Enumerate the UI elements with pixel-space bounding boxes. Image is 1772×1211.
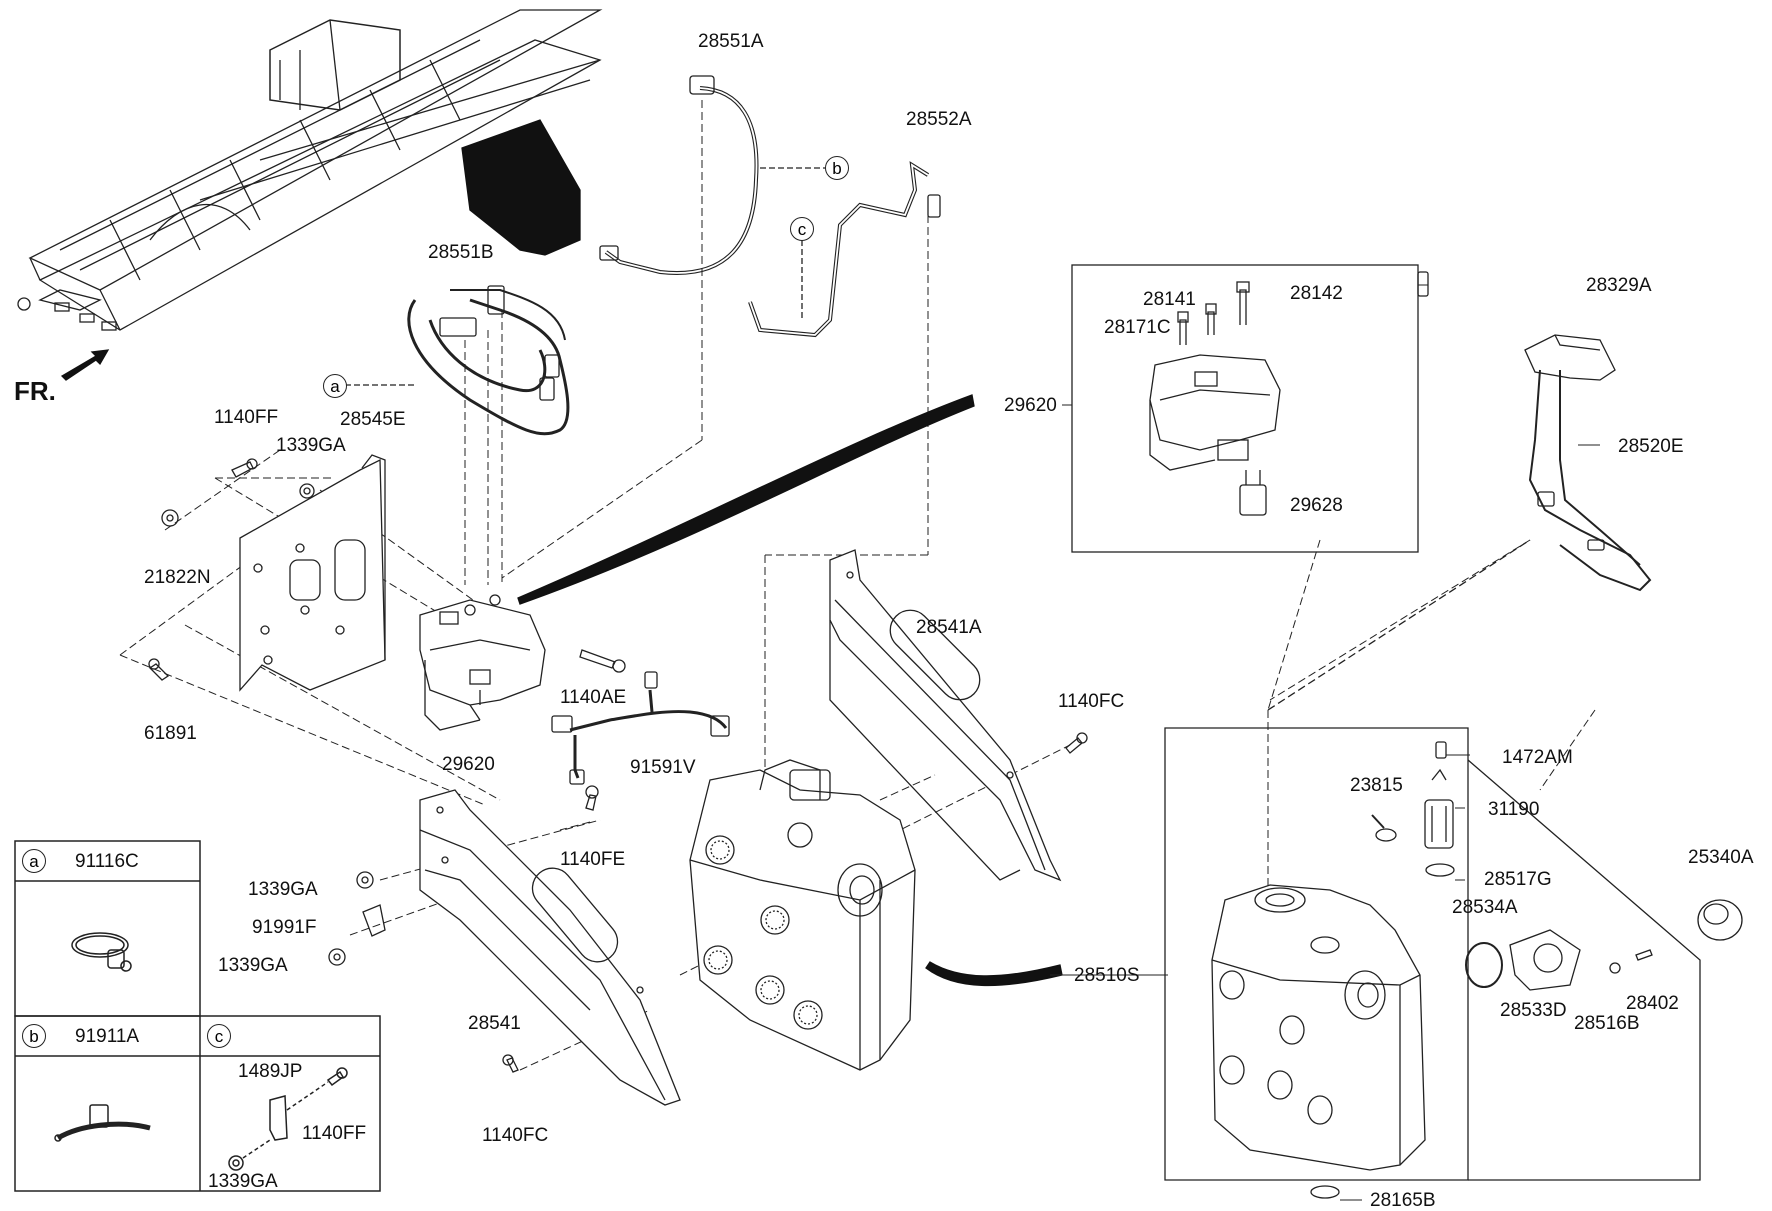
part-label-28510S: 28510S [1074,965,1140,986]
part-label-28541: 28541 [468,1013,521,1034]
part-label-28533D: 28533D [1500,1000,1567,1021]
part-label-28171C: 28171C [1104,317,1171,338]
part-label-21822N: 21822N [144,567,211,588]
heat-shield-28541A [829,549,1062,882]
bolt-28402 [1635,949,1653,961]
callout-b: b [825,156,849,180]
clip-91991F [362,904,386,937]
part-label-1140AE: 1140AE [560,687,627,708]
nut-1339GA-low [328,948,346,966]
leader-28510S [925,961,1063,987]
part-label-91991F: 91991F [252,917,317,938]
front-arrow-icon [60,349,110,381]
part-label-28516B: 28516B [1574,1013,1640,1034]
legend-letter-c: c [207,1024,231,1048]
bolt-1140FC-bottom [502,1054,519,1073]
chassis-frame [17,9,603,331]
seal-28516B [1609,962,1621,974]
harness-91591V [551,671,730,785]
washer-1339GA-top [299,483,315,499]
gasket-28517G [1425,863,1455,877]
detail-box-29620 [1071,264,1419,553]
part-label-28552A: 28552A [906,109,972,130]
part-label-28520E: 28520E [1618,436,1684,457]
part-label-1472AM: 1472AM [1502,747,1573,768]
part-label-28142: 28142 [1290,283,1343,304]
part-label-28517G: 28517G [1484,869,1552,890]
nut-21822N [161,509,179,527]
breather-23815 [1371,814,1397,842]
def-tank-center [689,759,916,1071]
part-label-28551B: 28551B [428,242,494,263]
part-label-29628: 29628 [1290,495,1343,516]
part-label-29620-main: 29620 [442,754,495,775]
frame-mounted-module [461,119,581,256]
part-label-25340A: 25340A [1688,847,1754,868]
legend-part-91116C: 91116C [75,851,139,872]
flange-28533D [1509,929,1581,991]
part-label-1140FC-bottom: 1140FC [482,1125,549,1146]
part-label-29620-detail: 29620 [1004,395,1057,416]
def-module-detail [1149,281,1281,516]
cap-25340A [1697,899,1743,941]
front-direction-label: FR. [14,376,56,406]
legend-letter-b: b [22,1024,46,1048]
legend-letter-a: a [22,849,46,873]
part-label-1140FF-top: 1140FF [214,407,279,428]
part-label-28541A: 28541A [916,617,982,638]
part-label-28545E: 28545E [340,409,406,430]
clip-1489JP [228,1067,348,1171]
part-label-28141: 28141 [1143,289,1196,310]
legend-part-1140FF: 1140FF [302,1123,367,1144]
harness-28551B [407,285,570,436]
part-label-1339GA-mid: 1339GA [248,879,318,900]
legend-part-91911A: 91911A [75,1026,140,1047]
tie-91911A [54,1104,151,1142]
callout-a: a [323,374,347,398]
clamp-91116C [71,932,132,972]
part-label-1339GA-top: 1339GA [276,435,346,456]
def-tank-detail [1211,884,1426,1171]
filter-31190 [1424,768,1454,849]
part-label-28551A: 28551A [698,31,764,52]
bolt-1140AE [579,649,626,673]
pipe-28552A [748,161,941,338]
detail-leader-29620 [517,394,975,605]
pin-1472AM [1435,741,1447,759]
part-label-1339GA-low: 1339GA [218,955,288,976]
sender-28520E [1417,271,1652,592]
part-label-91591V: 91591V [630,757,696,778]
bolt-61891 [148,658,170,681]
o-ring-28534A [1465,942,1503,988]
bracket-28545E [239,454,386,692]
nut-1339GA-mid [356,871,374,889]
legend-table [14,840,381,1192]
part-label-28329A: 28329A [1586,275,1652,296]
bolt-1140FE [585,785,599,811]
part-label-31190: 31190 [1488,799,1540,820]
drain-28165B [1310,1185,1340,1199]
legend-part-1339GA: 1339GA [208,1171,278,1192]
part-label-1140FC-right: 1140FC [1058,691,1125,712]
def-module-29620 [419,594,546,731]
hose-28551A [599,75,759,275]
part-label-1140FE: 1140FE [560,849,626,870]
part-label-28534A: 28534A [1452,897,1518,918]
part-label-61891: 61891 [144,723,197,744]
part-label-28165B: 28165B [1370,1190,1436,1211]
callout-c: c [790,217,814,241]
legend-part-1489JP: 1489JP [238,1061,303,1082]
bolt-1140FC-right [1065,732,1088,754]
heat-shield-28541 [419,789,681,1106]
part-label-28402: 28402 [1626,993,1679,1014]
bolt-1140FF-top [231,458,258,478]
part-label-23815: 23815 [1350,775,1403,796]
